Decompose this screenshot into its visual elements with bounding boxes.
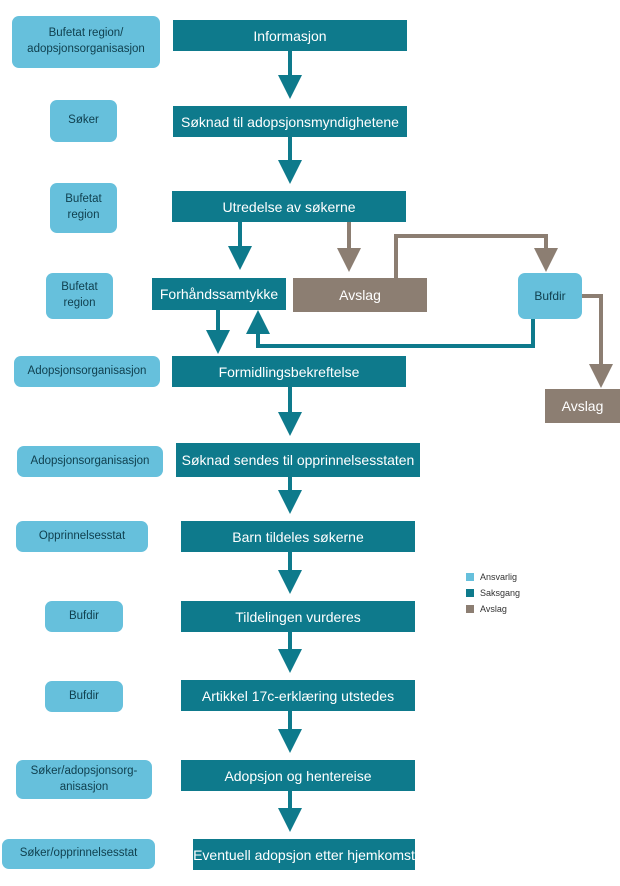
approval-arrow <box>246 310 535 348</box>
step-placement-confirmation: Formidlingsbekreftelse <box>172 356 406 387</box>
legend-item-process: Saksgang <box>466 585 520 601</box>
step-post-arrival-adoption: Eventuell adopsjon etter hjemkomst <box>193 839 415 870</box>
legend-label: Ansvarlig <box>480 572 518 582</box>
responsible-5: Adopsjonsorganisasjon <box>14 356 160 387</box>
responsible-2: Søker <box>50 100 117 142</box>
legend: Ansvarlig Saksgang Avslag <box>466 569 520 617</box>
step-application: Søknad til adopsjonsmyndighetene <box>173 106 407 137</box>
step-adoption-trip: Adopsjon og hentereise <box>181 760 415 791</box>
legend-label: Saksgang <box>480 588 521 598</box>
step-child-assigned: Barn tildeles søkerne <box>181 521 415 552</box>
responsible-3: Bufetat region <box>50 183 117 233</box>
legend-label: Avslag <box>480 604 507 614</box>
legend-item-rejection: Avslag <box>466 601 520 617</box>
bufdir-rejection-box: Avslag <box>545 389 620 423</box>
legend-swatch <box>466 573 474 581</box>
step-application-to-origin-state: Søknad sendes til opprinnelsesstaten <box>176 443 420 477</box>
responsible-1: Bufetat region/ adopsjonsorganisasjon <box>12 16 160 68</box>
responsible-8: Bufdir <box>45 601 123 632</box>
responsible-9: Bufdir <box>45 681 123 712</box>
responsible-10: Søker/adopsjonsorg- anisasjon <box>16 760 152 799</box>
legend-item-responsible: Ansvarlig <box>466 569 520 585</box>
responsible-7: Opprinnelsesstat <box>16 521 148 552</box>
legend-swatch <box>466 605 474 613</box>
responsible-4: Bufetat region <box>46 273 113 319</box>
appeal-arrow <box>394 234 558 278</box>
consent-box: Forhåndssamtykke <box>152 278 286 310</box>
step-article-17c: Artikkel 17c-erklæring utstedes <box>181 680 415 711</box>
legend-swatch <box>466 589 474 597</box>
responsible-6: Adopsjonsorganisasjon <box>17 446 163 477</box>
step-information: Informasjon <box>173 20 407 51</box>
rejection-arrow <box>582 294 613 388</box>
rejection-box: Avslag <box>293 278 427 312</box>
step-assessment: Utredelse av søkerne <box>172 191 406 222</box>
responsible-11: Søker/opprinnelsesstat <box>2 839 155 869</box>
bufdir-review-box: Bufdir <box>518 273 582 319</box>
step-assignment-evaluated: Tildelingen vurderes <box>181 601 415 632</box>
